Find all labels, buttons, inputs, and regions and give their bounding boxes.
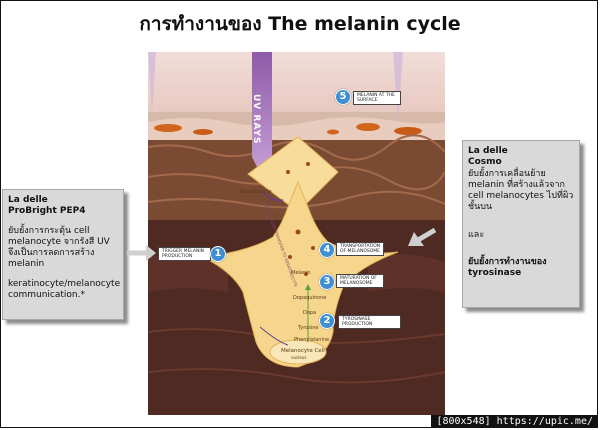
callout-step-1: TRIGGER MELANIN PRODUCTION (158, 247, 211, 261)
badge-step-4: 4 (319, 242, 335, 258)
melanin-label: Melanin (291, 270, 311, 276)
keratinocyte-label: Keratinocyte (240, 189, 272, 195)
left-box-heading-2: ProBright PEP4 (8, 206, 86, 217)
badge-step-3: 3 (319, 274, 335, 290)
right-box-body-1: ยับยั้งการเคลื่อนย้าย melanin ที่สร้างแล… (468, 168, 574, 213)
right-box-heading-2: Cosmo (468, 157, 502, 168)
right-box-heading-1: La delle (468, 146, 508, 156)
nucleus-label: nucleus (291, 355, 307, 360)
callout-step-5: MELANIN AT THE SURFACE (353, 91, 401, 105)
phenylalanine-label: Phenylalanine (294, 337, 330, 343)
left-info-box: La delle ProBright PEP4 ยับยั้งการกระตุ้… (2, 189, 124, 320)
callout-step-3: MATURATION OF MELANOSOME (336, 274, 384, 288)
callout-step-2: TYROSINASE PRODUCTION (338, 315, 401, 329)
left-box-body-2: keratinocyte/melanocyte communication.* (8, 278, 121, 300)
skin-illustration (148, 52, 445, 415)
badge-step-1: 1 (210, 246, 226, 262)
tyrosine-label: Tyrosine (298, 325, 319, 331)
dopaquinone-label: Dopaquinone (293, 295, 327, 301)
image-source-footer: [800x548] https://upic.me/ (431, 415, 598, 428)
callout-step-4: TRANSPORTATION OF MELANOSOME (336, 242, 384, 256)
melanocyte-cell-label: Melanocyte Cell (281, 348, 325, 354)
left-box-body-1: ยับยั้งการกระตุ้น cell melanocyte จากรัง… (8, 225, 110, 270)
right-info-box: La delle Cosmo ยับยั้งการเคลื่อนย้าย mel… (462, 140, 580, 308)
left-box-heading-1: La delle (8, 195, 48, 205)
dopa-label: Dopa (303, 310, 317, 316)
uv-rays-label: UV RAYS (251, 94, 261, 145)
badge-step-2: 2 (319, 313, 335, 329)
right-box-body-3: ยับยั้งการทำงานของ tyrosinase (468, 256, 547, 278)
melanin-cycle-diagram: UV RAYS Keratinocyte Melanin Dopaquinone… (148, 52, 445, 415)
page-title: การทำงานของ The melanin cycle (139, 13, 461, 35)
badge-step-5: 5 (335, 89, 351, 105)
right-box-body-2: และ (468, 229, 485, 240)
